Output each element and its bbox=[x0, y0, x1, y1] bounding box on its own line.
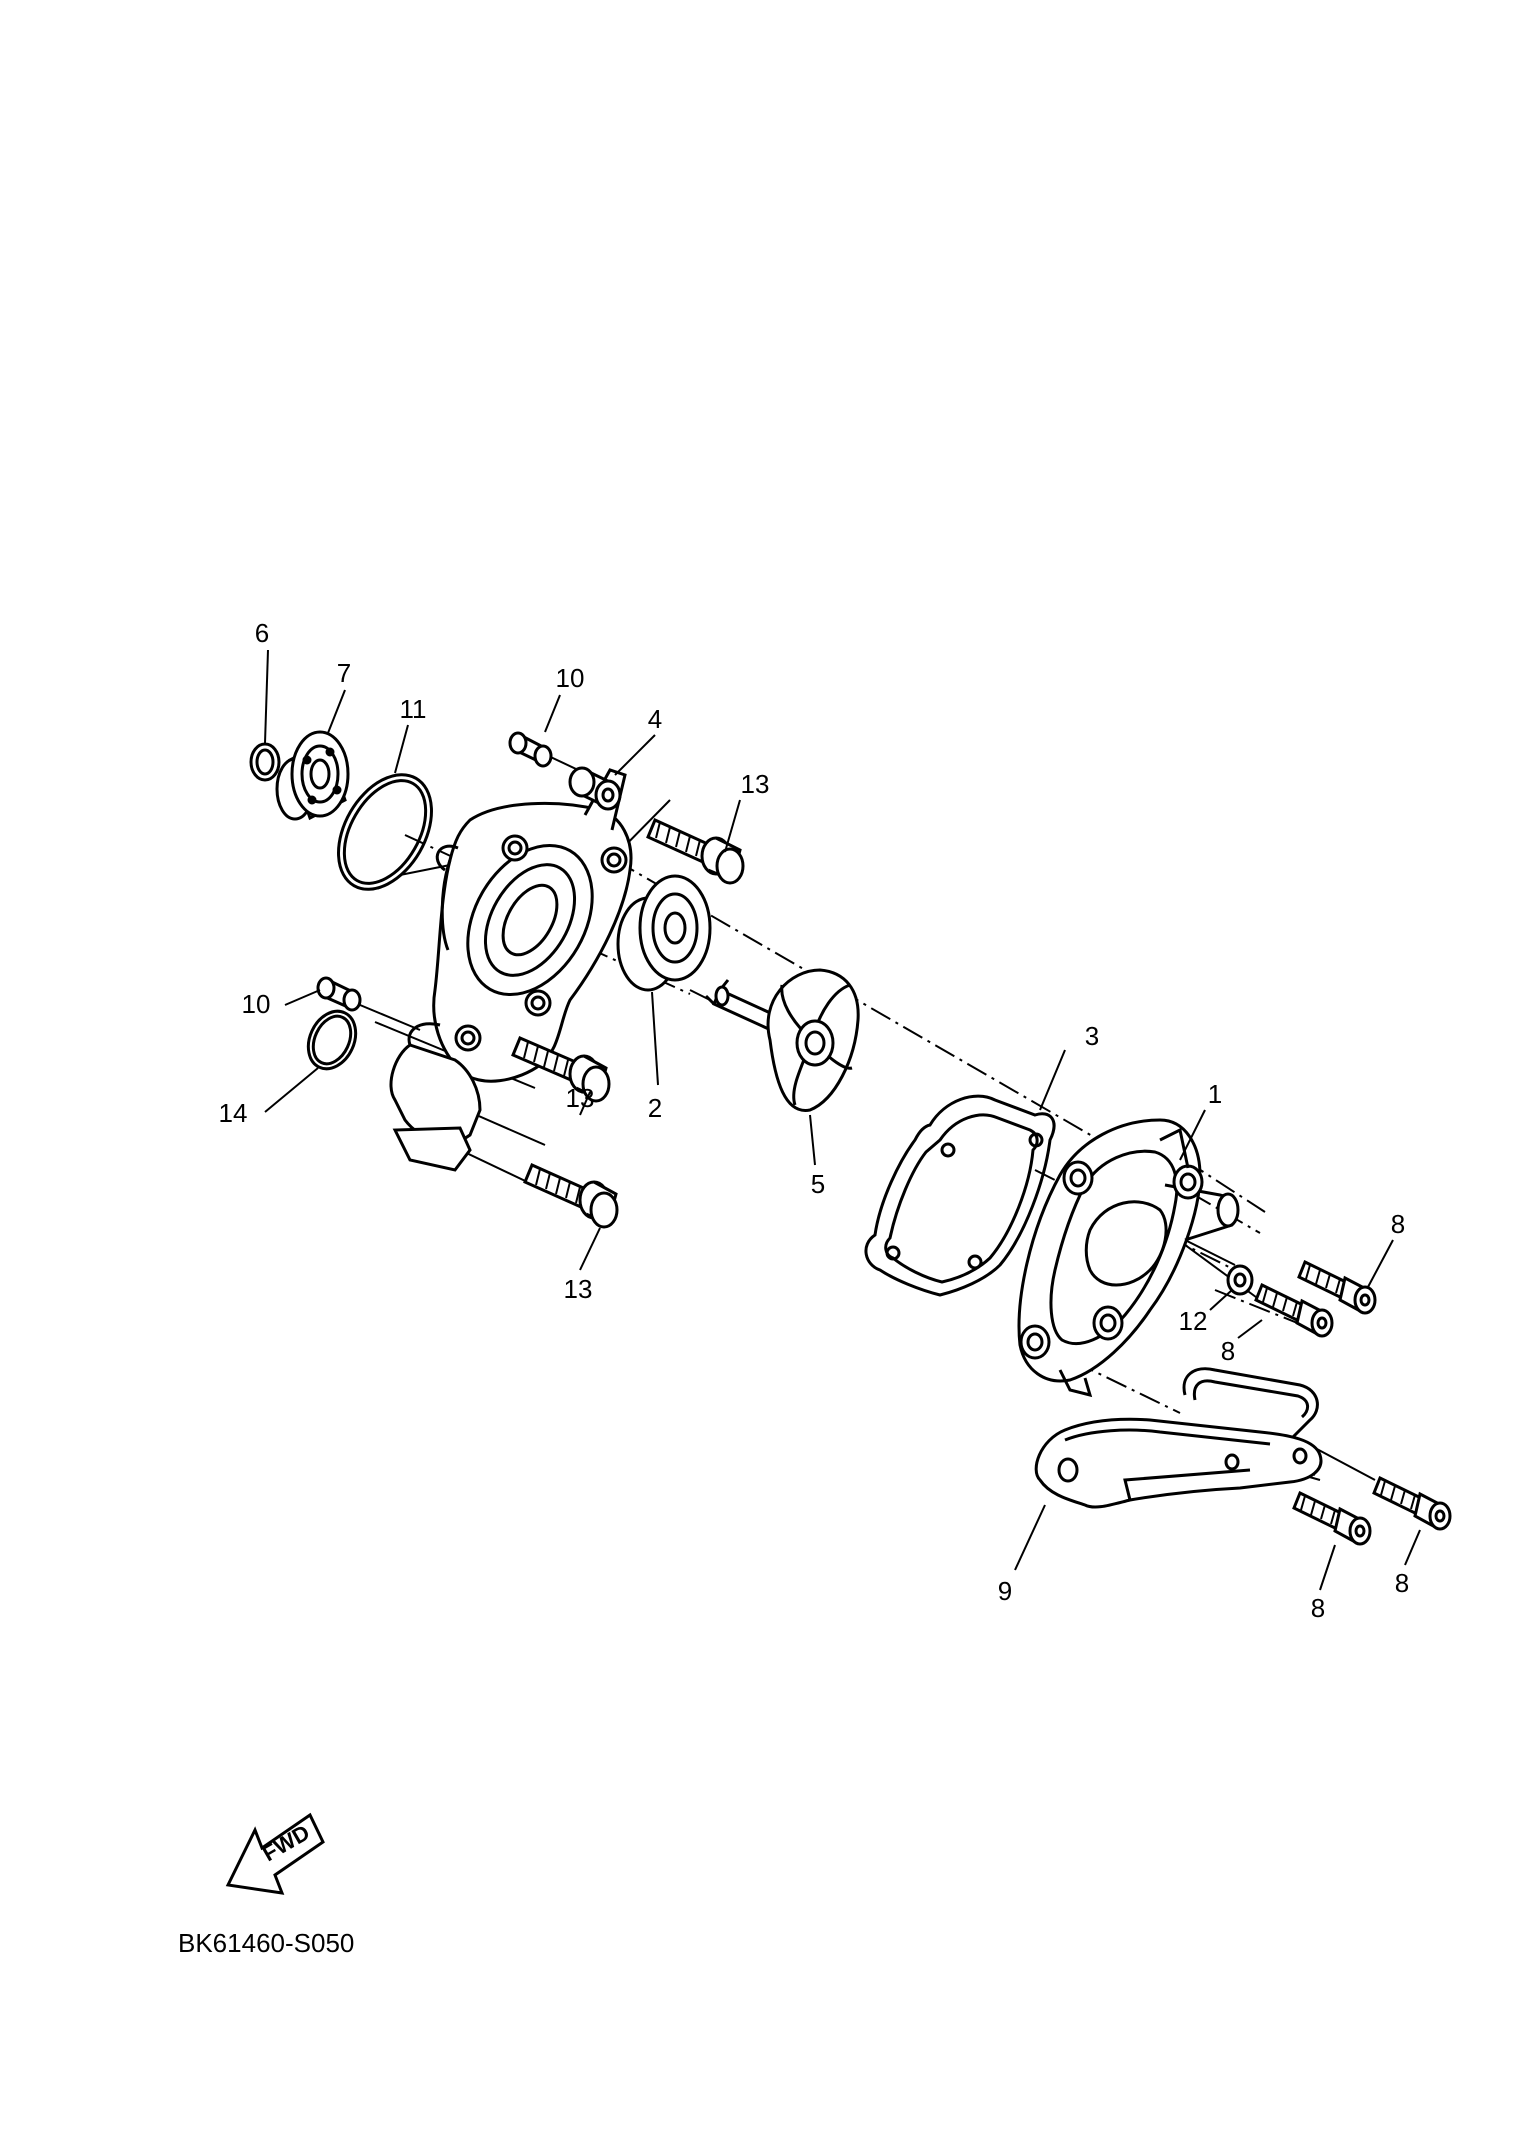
callout-8-d: 8 bbox=[1395, 1568, 1409, 1598]
callout-14: 14 bbox=[219, 1098, 248, 1128]
callout-8-b: 8 bbox=[1221, 1336, 1235, 1366]
dowel-pin-part-10-lower bbox=[318, 978, 360, 1010]
forward-direction-arrow: FWD bbox=[225, 1812, 325, 1895]
callout-5: 5 bbox=[811, 1169, 825, 1199]
o-ring-part-11 bbox=[319, 758, 450, 905]
socket-bolt-part-8-d bbox=[1374, 1478, 1450, 1529]
callout-1: 1 bbox=[1208, 1079, 1222, 1109]
callout-7: 7 bbox=[337, 658, 351, 688]
o-ring-part-14 bbox=[299, 1004, 364, 1077]
socket-bolt-part-8-c bbox=[1294, 1493, 1370, 1544]
dowel-pin-part-10-upper bbox=[510, 733, 551, 766]
impeller-part-5 bbox=[706, 970, 858, 1110]
callout-9: 12 bbox=[1179, 1306, 1208, 1336]
flange-bolt-part-13-lower bbox=[525, 1165, 617, 1227]
washer-part-9 bbox=[1228, 1266, 1252, 1294]
pump-housing bbox=[391, 770, 631, 1170]
arrow-icon bbox=[225, 1812, 325, 1895]
callout-10-lower: 10 bbox=[242, 989, 271, 1019]
callout-8-a: 8 bbox=[1391, 1209, 1405, 1239]
bracket-part-12 bbox=[1036, 1369, 1321, 1507]
callout-labels: 6 7 11 10 4 13 10 14 13 2 3 1 5 8 12 8 1… bbox=[219, 618, 1410, 1623]
callout-4: 4 bbox=[648, 704, 662, 734]
collar-part-4 bbox=[570, 768, 620, 809]
oil-seal-part-2 bbox=[618, 876, 710, 990]
gasket-part-3 bbox=[866, 1096, 1054, 1295]
callout-leader-lines bbox=[264, 649, 1421, 1591]
bearing-part-7 bbox=[277, 732, 348, 819]
callout-13-upper: 13 bbox=[741, 769, 770, 799]
circlip-part-6 bbox=[251, 744, 279, 780]
callout-13-lower: 13 bbox=[564, 1274, 593, 1304]
diagram-code: BK61460-S050 bbox=[178, 1928, 354, 1958]
flange-bolt-part-13-upper bbox=[648, 820, 743, 883]
callout-3: 3 bbox=[1085, 1021, 1099, 1051]
callout-13-middle: 13 bbox=[566, 1083, 595, 1113]
callout-8-c: 8 bbox=[1311, 1593, 1325, 1623]
socket-bolt-part-8-a bbox=[1299, 1262, 1375, 1313]
callout-11: 11 bbox=[400, 694, 427, 724]
pump-cover-part-1 bbox=[1019, 1120, 1238, 1395]
socket-bolt-part-8-b bbox=[1256, 1285, 1332, 1336]
callout-6: 6 bbox=[255, 618, 269, 648]
callout-2: 2 bbox=[648, 1093, 662, 1123]
callout-10-upper: 10 bbox=[556, 663, 585, 693]
callout-12: 9 bbox=[998, 1576, 1012, 1606]
